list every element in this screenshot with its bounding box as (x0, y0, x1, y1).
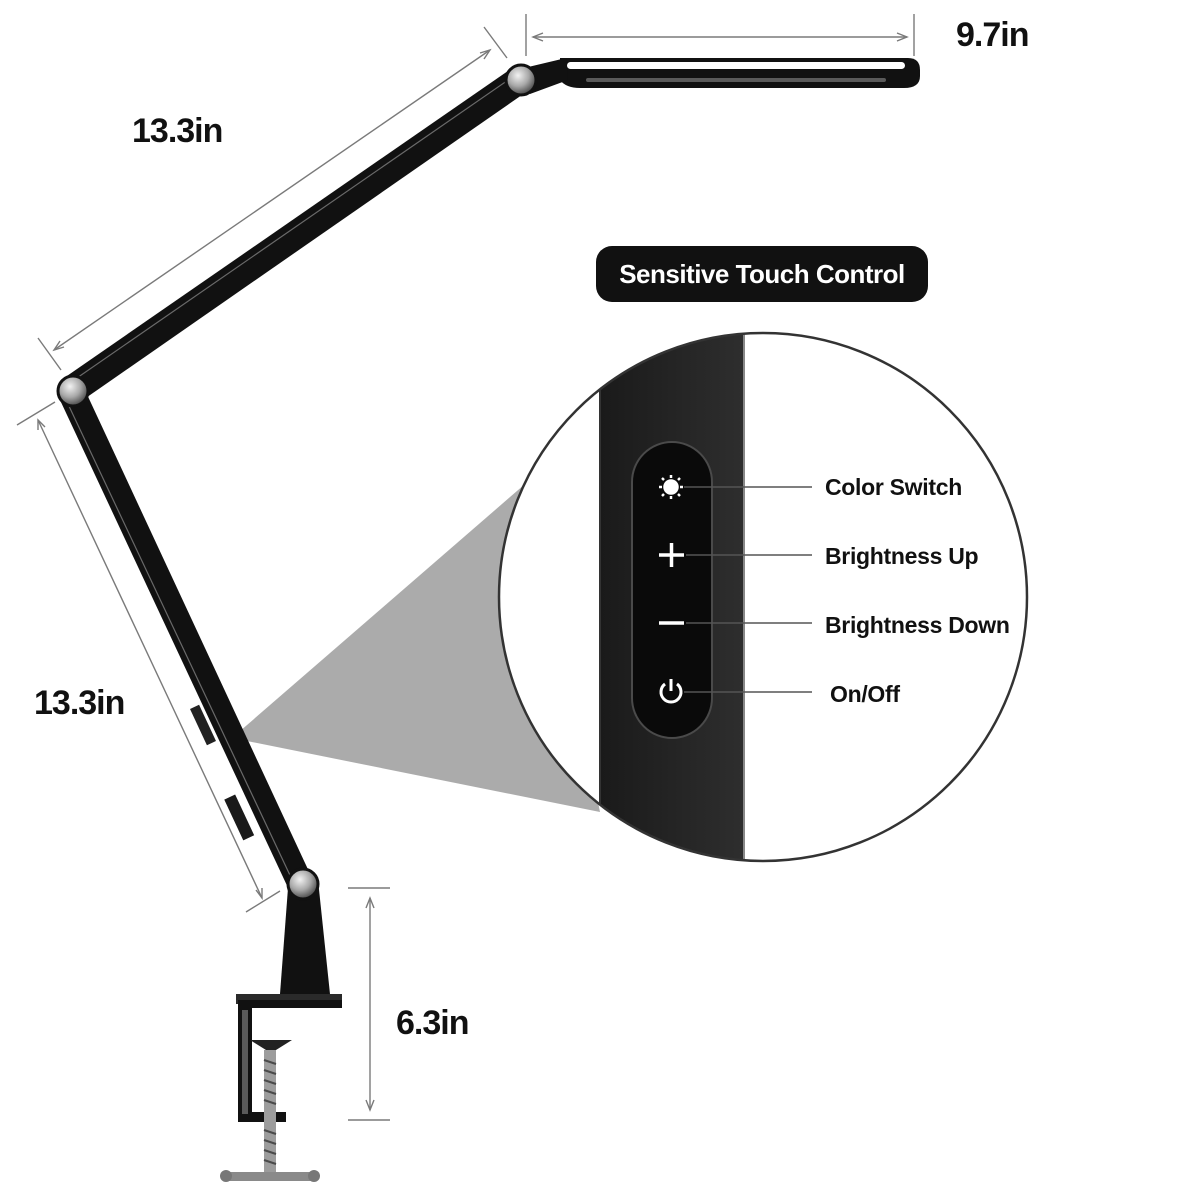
touch-control-badge: Sensitive Touch Control (596, 246, 928, 302)
touch-strip (631, 441, 713, 739)
lamp-head (560, 58, 920, 88)
base-height-label: 6.3in (396, 1004, 469, 1042)
callout-color-switch: Color Switch (825, 474, 962, 500)
elbow-joint (56, 374, 90, 408)
callout-on-off: On/Off (830, 681, 900, 707)
head-width-label: 9.7in (956, 16, 1029, 54)
head-joint (504, 63, 538, 97)
dimension-lines (16, 14, 915, 1121)
base-joint (286, 867, 320, 901)
callout-brightness-up: Brightness Up (825, 543, 979, 569)
power-icon (659, 679, 683, 704)
callout-brightness-down: Brightness Down (825, 612, 1010, 638)
zoom-circle-border (497, 331, 1029, 863)
lower-arm (60, 388, 312, 892)
sun-icon (659, 475, 683, 499)
lower-arm-length-label: 13.3in (34, 684, 125, 722)
zoom-detail (499, 333, 1027, 861)
callout-leaders (684, 486, 812, 693)
touch-control-title: Sensitive Touch Control (619, 258, 905, 289)
desk-clamp (220, 1000, 342, 1182)
upper-arm-length-label: 13.3in (132, 112, 223, 150)
upper-arm (64, 64, 532, 402)
plus-icon (659, 543, 684, 567)
base-pivot (236, 880, 342, 1004)
